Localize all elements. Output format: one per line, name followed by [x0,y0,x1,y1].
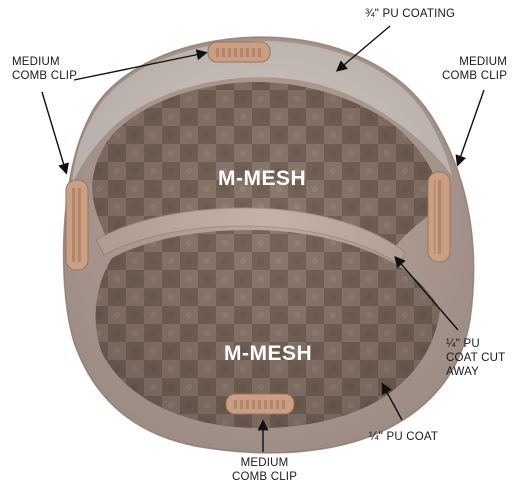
arrow-medium-comb-clip-left-side [42,92,66,172]
callout-pu-coat-14: ¼" PU COAT [369,430,438,444]
comb-clip-left [66,180,88,270]
callout-cutaway-line-3: AWAY [446,365,505,379]
callout-left-line-1: MEDIUM [12,55,77,69]
comb-clip-bottom [226,394,294,414]
callout-pu-coat-cut-away: ¼" PU COAT CUT AWAY [446,337,505,379]
comb-clip-top [208,42,270,62]
callout-medium-comb-clip-left: MEDIUM COMB CLIP [12,55,77,83]
mesh-label-upper: M-MESH [218,167,306,191]
callout-right-line-2: COMB CLIP [442,69,507,83]
callout-right-line-1: MEDIUM [442,55,507,69]
arrow-medium-comb-clip-right [458,90,484,164]
mesh-label-lower: M-MESH [224,342,312,366]
callout-bottom-line-2: COMB CLIP [232,470,297,484]
callout-pu-coat-14-text: ¼" PU COAT [369,430,438,444]
callout-pu-coating-34-text: ¾" PU COATING [365,7,455,21]
cap-shading [64,37,474,453]
comb-clip-right [428,172,450,262]
callout-left-line-2: COMB CLIP [12,69,77,83]
callout-cutaway-line-2: COAT CUT [446,351,505,365]
callout-bottom-line-1: MEDIUM [232,456,297,470]
callout-medium-comb-clip-right: MEDIUM COMB CLIP [442,55,507,83]
callout-cutaway-line-1: ¼" PU [446,337,505,351]
callout-pu-coating-34: ¾" PU COATING [365,7,455,21]
callout-medium-comb-clip-bottom: MEDIUM COMB CLIP [232,456,297,484]
